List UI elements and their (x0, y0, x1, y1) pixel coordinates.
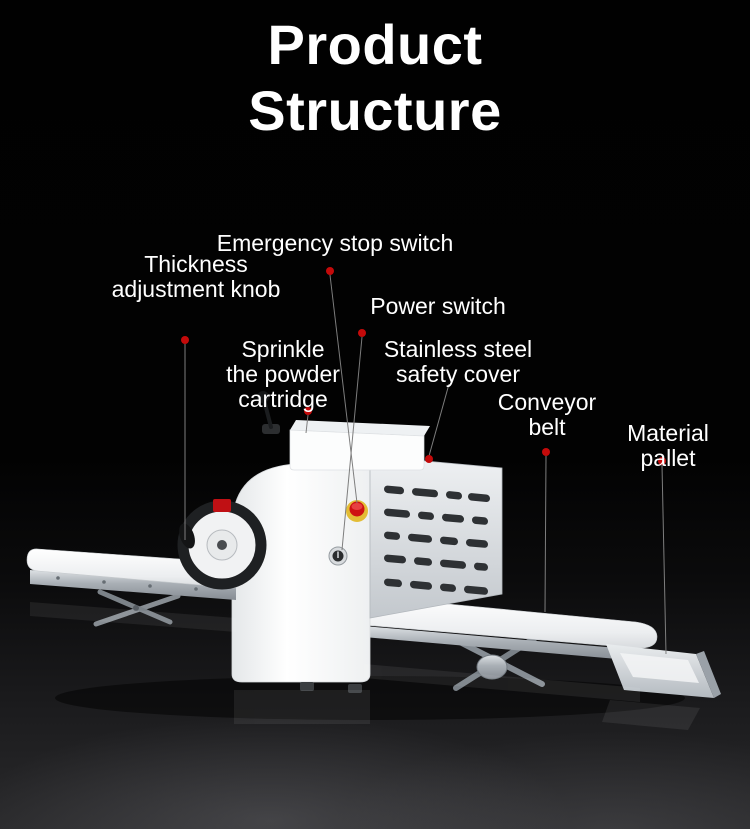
conveyor-frame (30, 570, 236, 600)
powder-cartridge-box (289, 420, 430, 471)
vent-slots (384, 485, 490, 595)
control-lever (257, 391, 280, 434)
conveyor-belt-surface (26, 548, 237, 589)
floor-reflection (30, 602, 700, 730)
callout-conveyor-belt: Conveyor belt (497, 389, 597, 440)
lever-knob (257, 391, 269, 403)
body-shell (231, 459, 371, 683)
power-switch-control (328, 546, 348, 566)
lever-stick (262, 398, 273, 429)
callout-emergency-stop-switch: Emergency stop switch (216, 230, 454, 256)
emergency-stop-button (346, 500, 368, 522)
page-title-line2: Structure (248, 79, 502, 142)
handwheel (177, 499, 267, 590)
marker-emergency-stop (326, 267, 334, 275)
conveyor-roller (476, 654, 508, 680)
conveyor-frame (364, 626, 640, 661)
safety-cover-panel (369, 455, 503, 619)
frame-bolt (56, 576, 60, 580)
handwheel-handle (179, 523, 195, 549)
frame-bolt (148, 584, 152, 588)
cartridge-top-face (290, 420, 430, 436)
handwheel-center-cap (217, 540, 227, 550)
callout-powder-cartridge: Sprinkle the powder cartridge (226, 336, 340, 412)
leader-conveyor-belt (544, 455, 547, 613)
floor-shadow (55, 676, 685, 720)
leader-lines (184, 274, 667, 655)
leader-material-pallet (661, 464, 667, 655)
callout-power-switch: Power switch (370, 293, 506, 319)
pallet-edge-lip (696, 651, 721, 698)
cartridge-front-face (289, 429, 425, 471)
page-title-line1: Product (267, 13, 483, 76)
leader-safety-cover (428, 383, 450, 457)
callout-thickness-adjustment-knob: Thickness adjustment knob (111, 251, 281, 302)
frame-bolt (102, 580, 106, 584)
leader-powder-cartridge (305, 414, 309, 434)
marker-conveyor-belt (542, 448, 550, 456)
support-pivot-bolt (133, 605, 139, 611)
pallet-highlight (620, 653, 699, 683)
callout-material-pallet: Material pallet (627, 420, 709, 471)
material-pallet-tray (606, 644, 721, 698)
marker-powder-cartridge (304, 407, 312, 415)
right-conveyor (363, 595, 658, 691)
marker-safety-cover (425, 455, 433, 463)
marker-material-pallet (658, 457, 666, 465)
marker-thickness-knob (181, 336, 189, 344)
thickness-indicator (213, 499, 231, 512)
machine-body (231, 459, 371, 693)
leader-power-switch (341, 336, 363, 551)
button-highlight (351, 503, 363, 510)
marker-dots (181, 267, 666, 465)
machine-foot (348, 684, 362, 693)
marker-power-switch (358, 329, 366, 337)
frame-bolt (194, 587, 198, 591)
machine-foot (300, 682, 314, 691)
leader-emergency-stop (329, 274, 358, 504)
left-conveyor (26, 548, 237, 627)
callout-safety-cover: Stainless steel safety cover (383, 336, 533, 387)
